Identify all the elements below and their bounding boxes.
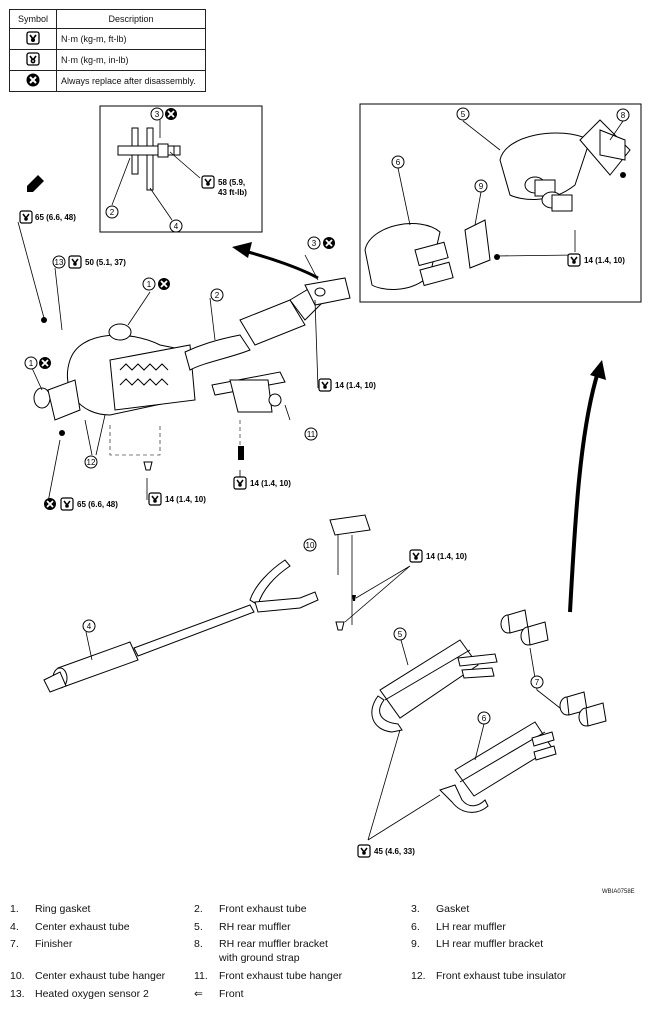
replace-x-icon bbox=[164, 107, 178, 121]
legend-row: N·m (kg-m, ft-lb) bbox=[9, 28, 206, 50]
insulator-icon bbox=[143, 461, 153, 471]
torque-wrench-icon bbox=[26, 31, 40, 45]
callout-3 bbox=[307, 236, 321, 250]
callout-8-text: 8 bbox=[621, 111, 626, 120]
torque-wrench-icon bbox=[60, 497, 74, 511]
callout-3-text: 3 bbox=[155, 110, 160, 119]
torque-wrench-icon bbox=[409, 549, 423, 563]
legend-row: Always replace after disassembly. bbox=[9, 70, 206, 92]
legend-text: Always replace after disassembly. bbox=[56, 70, 206, 92]
replace-x-icon bbox=[38, 356, 52, 370]
callout-7-text: 7 bbox=[535, 678, 540, 687]
callout-12 bbox=[84, 455, 98, 469]
callout-3 bbox=[150, 107, 164, 121]
callout-6 bbox=[391, 155, 405, 169]
callout-11 bbox=[304, 427, 318, 441]
torque-14-label: 14 (1.4, 10) bbox=[584, 256, 625, 265]
callout-10-text: 10 bbox=[306, 541, 315, 550]
callout-6-text: 6 bbox=[396, 158, 401, 167]
callout-5 bbox=[456, 107, 470, 121]
torque-14-label: 14 (1.4, 10) bbox=[250, 479, 291, 488]
arrow-head-icon bbox=[590, 360, 606, 380]
torque-50-label: 50 (5.1, 37) bbox=[85, 258, 126, 267]
front-exhaust-tube-drawing bbox=[33, 277, 351, 421]
callout-5 bbox=[393, 627, 407, 641]
callout-11-text: 11 bbox=[307, 430, 316, 439]
gasket-detail-inset bbox=[99, 105, 263, 233]
callout-12-text: 12 bbox=[87, 458, 96, 467]
front-arrow-icon bbox=[27, 175, 44, 192]
callout-13-text: 13 bbox=[55, 258, 64, 267]
legend-row: N·m (kg-m, in-lb) bbox=[9, 49, 206, 71]
replace-x-icon bbox=[26, 73, 40, 87]
callout-8 bbox=[616, 108, 630, 122]
torque-14-label: 14 (1.4, 10) bbox=[426, 552, 467, 561]
callout-5-text: 5 bbox=[461, 110, 466, 119]
bolt-icon bbox=[238, 446, 244, 460]
callout-9 bbox=[474, 179, 488, 193]
lh-rear-muffler-inset-drawing bbox=[364, 219, 491, 290]
nut-icon bbox=[352, 595, 356, 601]
callout-2 bbox=[210, 288, 224, 302]
replace-x-icon bbox=[322, 236, 336, 250]
figure-reference: WBIA0758E bbox=[602, 889, 635, 895]
callout-2-text: 2 bbox=[215, 291, 220, 300]
callout-5-text: 5 bbox=[398, 630, 403, 639]
rear-mufflers-drawing bbox=[371, 609, 607, 813]
callout-13 bbox=[52, 255, 66, 269]
center-exhaust-tube-drawing bbox=[43, 514, 371, 693]
torque-wrench-icon bbox=[567, 253, 581, 267]
arrow-to-inset-2 bbox=[568, 371, 600, 613]
replace-x-icon bbox=[43, 497, 57, 511]
callout-2 bbox=[105, 205, 119, 219]
callout-4-text: 4 bbox=[87, 622, 92, 631]
gasket-stud-drawing bbox=[117, 127, 181, 191]
bolt-icon bbox=[41, 317, 47, 323]
torque-wrench-icon bbox=[19, 210, 33, 224]
rh-rear-muffler-inset-drawing bbox=[499, 119, 631, 212]
torque-wrench-icon bbox=[201, 175, 215, 189]
torque-45-label: 45 (4.6, 33) bbox=[374, 847, 415, 856]
torque-14-label: 14 (1.4, 10) bbox=[335, 381, 376, 390]
torque-wrench-icon bbox=[318, 378, 332, 392]
callout-10 bbox=[303, 538, 317, 552]
insulator-icon bbox=[335, 621, 345, 631]
arrow-to-inset bbox=[247, 250, 319, 280]
rear-muffler-detail-inset bbox=[359, 103, 642, 303]
torque-65-label: 65 (6.6, 48) bbox=[35, 213, 76, 222]
torque-wrench-icon bbox=[148, 492, 162, 506]
callout-4-text: 4 bbox=[174, 222, 179, 231]
callout-9-text: 9 bbox=[479, 182, 484, 191]
arrow-head-icon bbox=[232, 242, 252, 258]
torque-58-label: 58 (5.9, bbox=[218, 178, 245, 187]
torque-wrench-icon bbox=[233, 476, 247, 490]
callout-1-text: 1 bbox=[29, 359, 34, 368]
legend-header-row: Symbol Description bbox=[9, 9, 206, 29]
callout-7 bbox=[530, 675, 544, 689]
nut-icon bbox=[494, 254, 500, 260]
torque-65-label: 65 (6.6, 48) bbox=[77, 500, 118, 509]
callout-4 bbox=[169, 219, 183, 233]
symbol-legend-table: Symbol Description N·m (kg-m, ft-lb) N·m… bbox=[9, 9, 206, 92]
nut-icon bbox=[59, 430, 65, 436]
torque-58-label-cont: 43 ft-lb) bbox=[218, 188, 247, 197]
callout-2-text: 2 bbox=[110, 208, 115, 217]
torque-wrench-small-icon bbox=[26, 52, 40, 66]
callout-6-text: 6 bbox=[482, 714, 487, 723]
callout-1-text: 1 bbox=[147, 280, 152, 289]
nut-icon bbox=[620, 172, 626, 178]
replace-x-icon bbox=[157, 277, 171, 291]
callout-6 bbox=[477, 711, 491, 725]
torque-wrench-icon bbox=[68, 255, 82, 269]
callout-3-text: 3 bbox=[312, 239, 317, 248]
torque-wrench-icon bbox=[357, 844, 371, 858]
torque-14-label: 14 (1.4, 10) bbox=[165, 495, 206, 504]
callout-1 bbox=[24, 356, 38, 370]
callout-4 bbox=[82, 619, 96, 633]
callout-1 bbox=[142, 277, 156, 291]
